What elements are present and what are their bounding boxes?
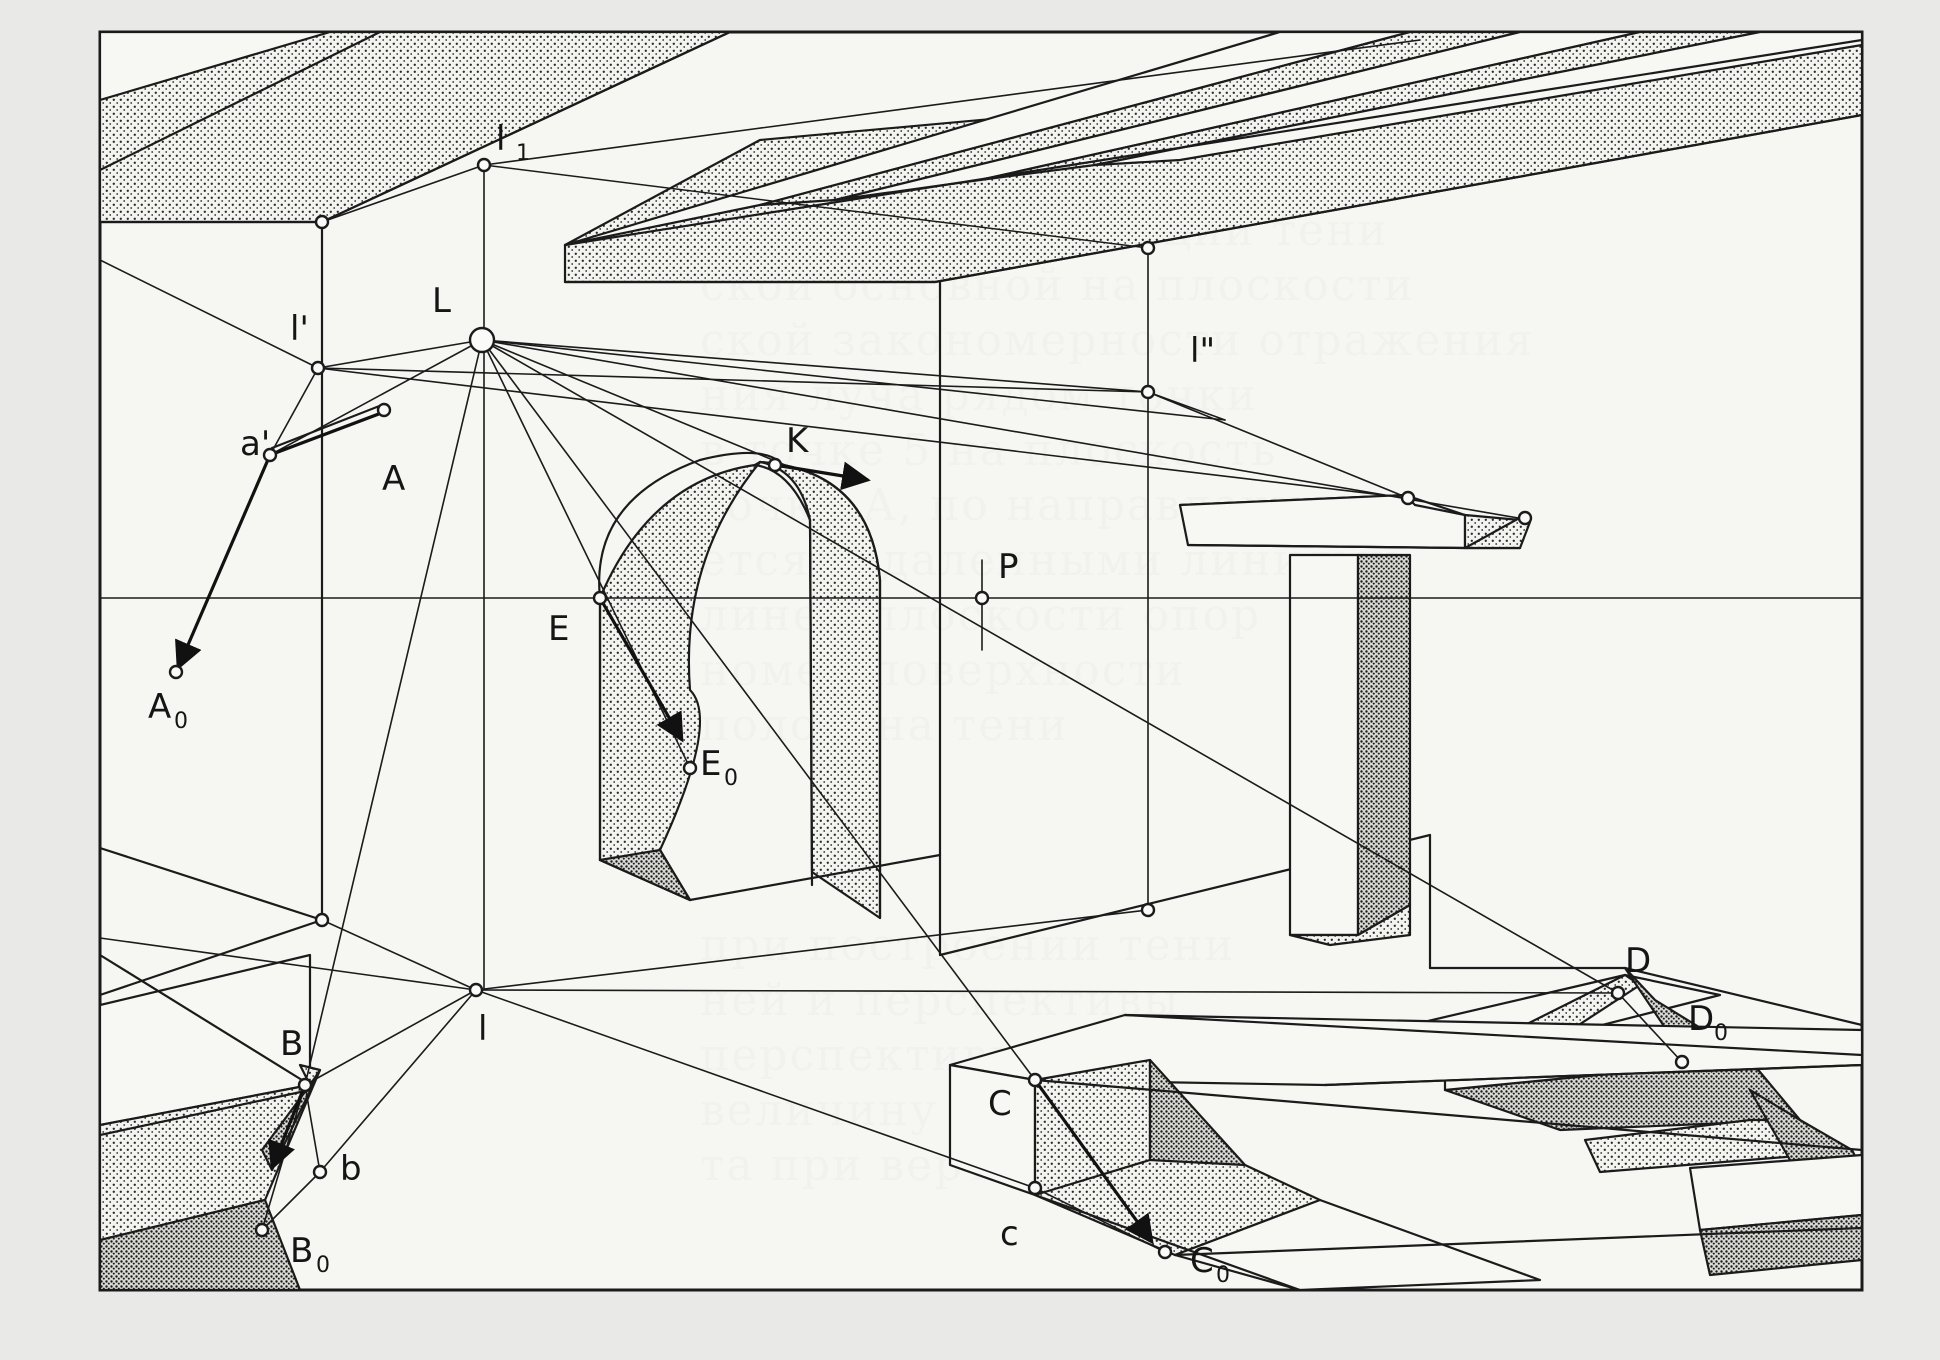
label-b: b <box>340 1149 362 1189</box>
label-B0-sub: 0 <box>316 1253 330 1278</box>
point-E <box>592 590 608 606</box>
point-L <box>468 326 496 354</box>
label-A0: A <box>148 687 171 727</box>
label-l1-sub: 1 <box>516 141 530 166</box>
point-l-prime <box>310 360 326 376</box>
shadow-arrows <box>175 403 1154 1245</box>
point-C <box>1027 1072 1043 1088</box>
label-B0: B <box>290 1231 313 1271</box>
point-b <box>312 1164 328 1180</box>
label-C-upper: C <box>988 1084 1012 1124</box>
floor-lines <box>100 918 324 1137</box>
point-D <box>1610 985 1626 1001</box>
label-B: B <box>280 1024 303 1064</box>
point-capital-b <box>1517 510 1533 526</box>
label-l1: l <box>496 119 505 159</box>
label-K: K <box>786 421 810 461</box>
column <box>1178 493 1532 947</box>
point-B <box>297 1077 313 1093</box>
point-back-top <box>1140 240 1156 256</box>
label-C0-sub: 0 <box>1216 1263 1230 1288</box>
point-l1 <box>476 157 492 173</box>
point-l-dprime <box>1140 384 1156 400</box>
ceiling <box>100 32 1862 284</box>
point-back-bottom <box>1140 902 1156 918</box>
point-l <box>468 982 484 998</box>
point-K <box>767 457 783 473</box>
label-A0-sub: 0 <box>174 709 188 734</box>
label-D0: D <box>1688 999 1714 1039</box>
label-A: A <box>382 459 405 499</box>
label-a-prime: a' <box>240 424 270 464</box>
block-b <box>100 953 322 1290</box>
label-h-left: h <box>28 554 50 594</box>
label-l-dprime: l" <box>1190 331 1215 371</box>
point-D0 <box>1674 1054 1690 1070</box>
back-wall <box>938 280 1862 1027</box>
label-h-right: h <box>1880 557 1902 597</box>
label-L: L <box>432 281 451 321</box>
label-c-lower: c <box>1000 1214 1019 1254</box>
point-A0 <box>168 664 184 680</box>
label-C0: C <box>1190 1241 1214 1281</box>
point-capital-a <box>1400 490 1416 506</box>
label-E: E <box>548 609 569 649</box>
label-E0-sub: 0 <box>724 766 738 791</box>
label-D: D <box>1625 941 1651 981</box>
points <box>168 157 1690 1260</box>
label-E0: E <box>700 744 721 784</box>
arch-doorway <box>598 451 942 920</box>
left-pier <box>100 220 324 922</box>
point-P <box>974 590 990 606</box>
point-E0 <box>682 760 698 776</box>
label-D0-sub: 0 <box>1714 1021 1728 1046</box>
point-a-prime <box>262 447 278 463</box>
label-l-prime: l' <box>290 309 309 349</box>
floor-blocks <box>948 966 1862 1290</box>
labels: l 1 l' L a' A A 0 K E E 0 P h h l" l B b… <box>28 119 1902 1288</box>
point-pier-bottom <box>314 912 330 928</box>
construction-lines <box>100 39 1683 1253</box>
point-C0 <box>1157 1244 1173 1260</box>
point-pier-top <box>314 214 330 230</box>
label-P: P <box>998 547 1019 587</box>
point-c <box>1027 1180 1043 1196</box>
point-A <box>376 402 392 418</box>
point-B0 <box>254 1222 270 1238</box>
label-l: l <box>478 1009 487 1049</box>
